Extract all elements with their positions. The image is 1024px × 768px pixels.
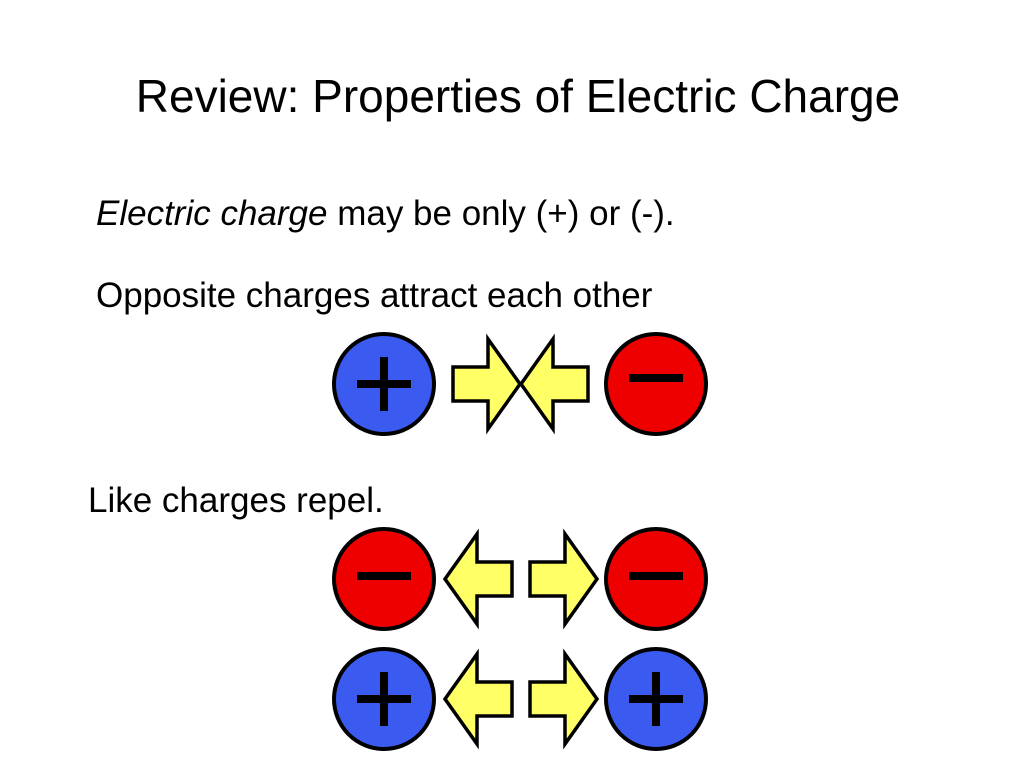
- attract-diagram: [332, 332, 708, 436]
- left-arrow-icon: [442, 648, 514, 750]
- left-arrow-icon: [442, 528, 514, 630]
- slide-title: Review: Properties of Electric Charge: [135, 70, 901, 122]
- positive-charge-icon: [332, 332, 436, 436]
- charge-sign-statement: Electric charge may be only (+) or (-).: [96, 192, 675, 236]
- positive-charge-icon: [604, 647, 708, 751]
- right-arrow-icon: [451, 333, 523, 435]
- opposite-charges-statement: Opposite charges attract each other: [96, 276, 653, 315]
- repel-negative-diagram: [332, 527, 708, 631]
- repel-positive-diagram: [332, 647, 708, 751]
- positive-charge-icon: [332, 647, 436, 751]
- negative-charge-icon: [604, 527, 708, 631]
- left-arrow-icon: [518, 333, 590, 435]
- negative-charge-circle: [604, 332, 708, 436]
- right-arrow-icon: [528, 648, 600, 750]
- negative-charge-icon: [604, 332, 708, 436]
- electric-charge-term: Electric charge: [96, 194, 328, 233]
- charge-sign-rule: may be only (+) or (-).: [327, 194, 675, 233]
- like-charges-statement: Like charges repel.: [88, 481, 384, 520]
- right-arrow-icon: [528, 528, 600, 630]
- negative-charge-icon: [332, 527, 436, 631]
